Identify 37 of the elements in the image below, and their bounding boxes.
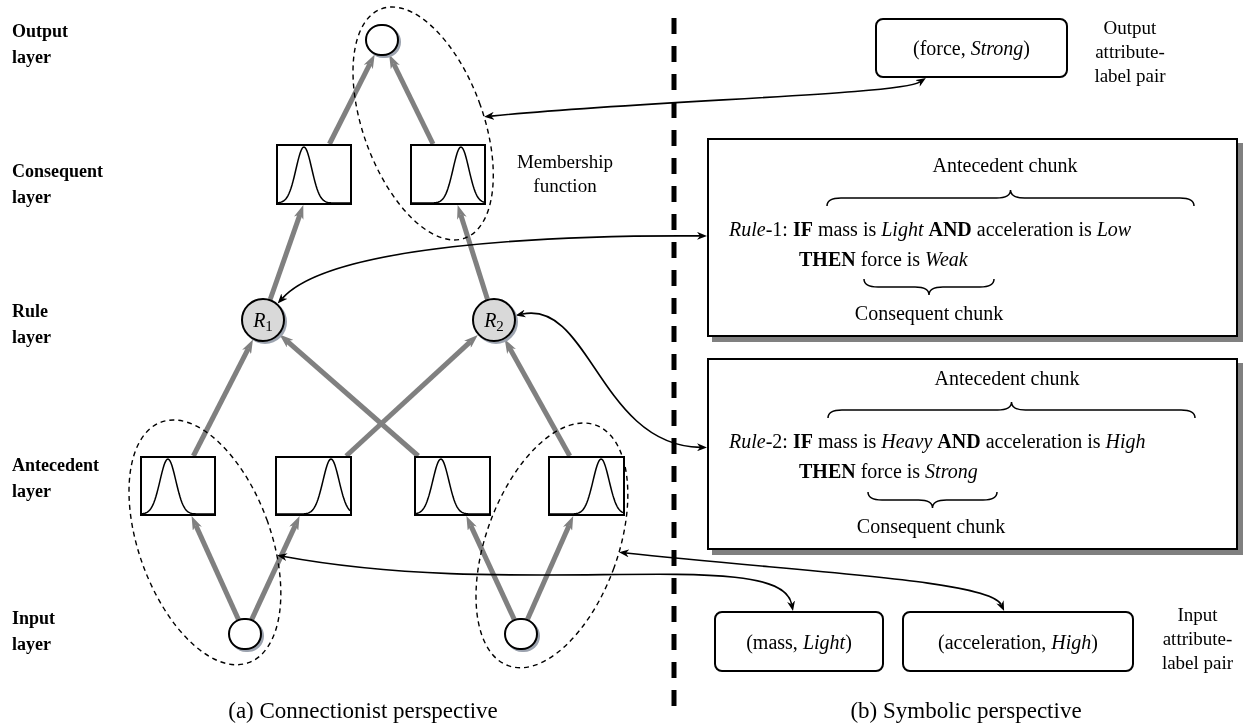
chunk-label: Consequent chunk xyxy=(854,301,1004,326)
double-arrow xyxy=(277,553,796,611)
double-arrow xyxy=(619,549,1007,610)
chunk-label: Antecedent chunk xyxy=(934,366,1080,391)
pair-text: (force, Strong) xyxy=(913,36,1030,62)
arrow xyxy=(327,54,375,146)
arrow xyxy=(344,334,478,458)
pair-text: (mass, Light) xyxy=(746,629,852,656)
layer-label: Output layer xyxy=(12,20,69,69)
layer-label: Rule layer xyxy=(12,300,51,349)
rule-neuron xyxy=(241,298,285,342)
layer-label: Antecedent layer xyxy=(12,454,99,503)
rule-neuron-label: R$_{2}$ xyxy=(484,310,504,330)
attribute-label-pair-box xyxy=(902,611,1134,672)
rule-text: Rule-2: IF mass is Heavy AND acceleration is High THEN force is Strong xyxy=(729,429,1147,485)
attribute-label-pair-box xyxy=(714,611,884,672)
pair-text: (acceleration, High) xyxy=(938,629,1098,656)
layer-label: Input layer xyxy=(12,607,56,656)
annotation-text: Input attribute-label pair xyxy=(1160,603,1235,675)
layer-label: Consequent layer xyxy=(12,160,104,209)
double-arrow xyxy=(515,310,707,451)
rule-neuron-label: R$_{1}$ xyxy=(253,310,273,330)
rule-neuron xyxy=(472,298,516,342)
annotation-text: Membership function xyxy=(515,150,614,198)
panel-caption: (b) Symbolic perspective xyxy=(850,697,1082,724)
arrow xyxy=(457,205,490,300)
double-arrow xyxy=(484,78,927,120)
double-arrow xyxy=(276,231,707,303)
arrow xyxy=(389,54,436,146)
arrow xyxy=(267,205,304,301)
attribute-label-pair-box xyxy=(875,18,1068,78)
chunk-label: Consequent chunk xyxy=(856,514,1006,539)
chunk-label: Antecedent chunk xyxy=(932,153,1078,178)
arrow xyxy=(279,334,420,458)
annotation-text: Output attribute-label pair xyxy=(1093,16,1167,88)
panel-caption: (a) Connectionist perspective xyxy=(228,697,498,724)
rule-text: Rule-1: IF mass is Light AND acceleration is Low THEN force is Weak xyxy=(729,217,1133,272)
